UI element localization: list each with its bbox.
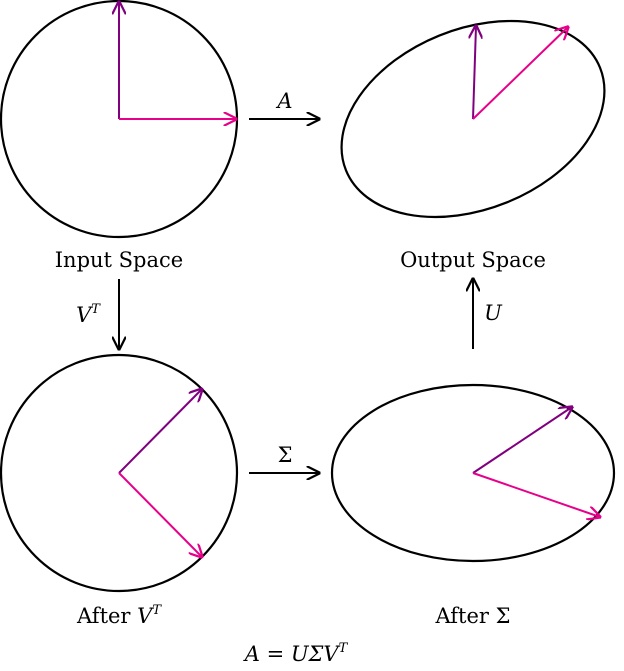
output-vector-purple xyxy=(473,26,476,120)
after-sigma-ellipse xyxy=(330,383,616,563)
arrow-u: U xyxy=(473,279,503,349)
arrow-a: A xyxy=(249,89,319,119)
after-sigma-vector-magenta xyxy=(472,472,600,517)
after-vt-panel: After VT xyxy=(0,353,239,628)
after-vt-vector-purple xyxy=(118,389,202,474)
arrow-vt-label: VT xyxy=(76,302,101,327)
input-space-label: Input Space xyxy=(55,248,183,272)
arrow-sigma: Σ xyxy=(249,443,319,473)
arrow-vt: VT xyxy=(76,279,119,349)
output-space-label: Output Space xyxy=(400,248,546,272)
arrow-sigma-label: Σ xyxy=(278,443,293,467)
after-vt-label: After VT xyxy=(76,603,162,628)
output-space-panel: Output Space xyxy=(340,19,606,272)
output-vector-magenta xyxy=(472,27,568,120)
after-vt-unit-circle xyxy=(0,353,239,593)
arrow-u-label: U xyxy=(484,301,503,325)
after-sigma-vector-purple xyxy=(472,407,572,474)
output-ellipse xyxy=(340,19,606,219)
after-sigma-label: After Σ xyxy=(434,604,510,628)
after-sigma-panel: After Σ xyxy=(330,383,616,628)
svd-equation: A = UΣVT xyxy=(243,641,349,666)
input-space-panel: Input Space xyxy=(0,0,239,272)
arrow-a-label: A xyxy=(275,89,292,113)
after-vt-vector-magenta xyxy=(118,472,202,557)
